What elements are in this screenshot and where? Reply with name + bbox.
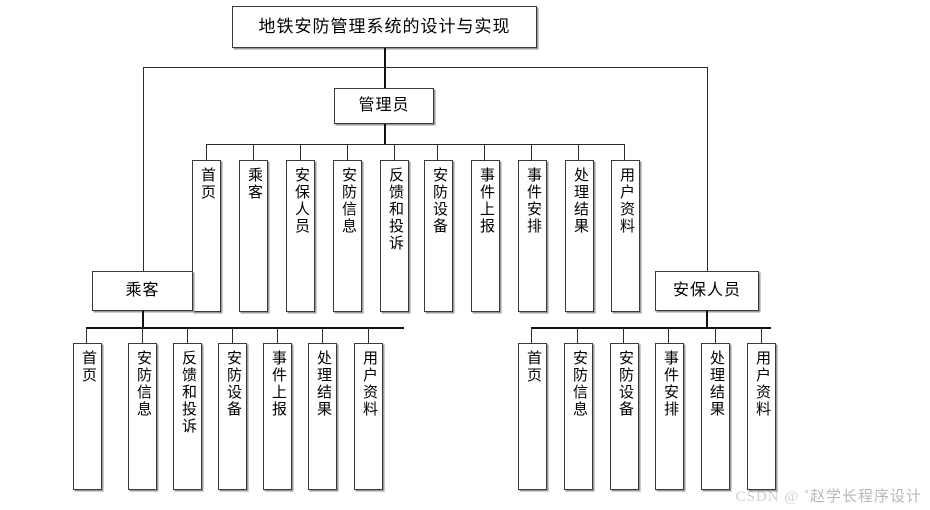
security-child-box-3[interactable]: 事件安排 <box>655 343 684 490</box>
admin-child-box-3[interactable]: 安防信息 <box>333 160 362 312</box>
passenger-child-box-3[interactable]: 安防设备 <box>218 343 247 490</box>
passenger-child-box-6[interactable]: 用户资料 <box>354 343 383 490</box>
admin-child-label-2: 安保人员 <box>293 167 309 235</box>
passenger-child-box-0[interactable]: 首页 <box>73 343 102 490</box>
connector-admin-child-2 <box>300 144 301 160</box>
admin-child-box-5[interactable]: 安防设备 <box>424 160 453 312</box>
security-child-box-1[interactable]: 安防信息 <box>564 343 593 490</box>
connector-passenger-child-6 <box>368 328 369 343</box>
admin-child-label-0: 首页 <box>199 167 215 201</box>
connector-admin-children-bus <box>206 144 624 145</box>
connector-passenger-child-4 <box>277 328 278 343</box>
passenger-child-box-5[interactable]: 处理结果 <box>308 343 337 490</box>
passenger-child-label-6: 用户资料 <box>361 350 377 418</box>
role-node-passenger[interactable]: 乘客 <box>92 271 193 311</box>
security-child-box-4[interactable]: 处理结果 <box>701 343 730 490</box>
connector-admin-child-0 <box>206 144 207 160</box>
passenger-child-box-1[interactable]: 安防信息 <box>128 343 157 490</box>
admin-child-box-4[interactable]: 反馈和投诉 <box>380 160 409 312</box>
connector-passenger-child-1 <box>142 328 143 343</box>
connector-root-stem <box>384 48 386 67</box>
security-child-label-2: 安防设备 <box>617 350 633 418</box>
passenger-child-label-0: 首页 <box>80 350 96 384</box>
connector-admin-child-3 <box>347 144 348 160</box>
admin-child-box-9[interactable]: 用户资料 <box>611 160 640 312</box>
security-child-label-0: 首页 <box>525 350 541 384</box>
security-child-label-1: 安防信息 <box>571 350 587 418</box>
connector-security-drop <box>707 67 708 271</box>
watermark-text: ˚赵学长程序设计 <box>804 489 922 505</box>
passenger-child-label-4: 事件上报 <box>270 350 286 418</box>
connector-admin-drop <box>384 67 386 88</box>
connector-passenger-child-3 <box>232 328 233 343</box>
connector-admin-child-1 <box>253 144 254 160</box>
admin-child-label-7: 事件安排 <box>525 167 541 235</box>
admin-child-box-0[interactable]: 首页 <box>192 160 221 312</box>
connector-admin-stem <box>384 124 386 145</box>
connector-passenger-children-bus <box>86 327 404 329</box>
root-node[interactable]: 地铁安防管理系统的设计与实现 <box>232 6 537 48</box>
admin-child-box-1[interactable]: 乘客 <box>239 160 268 312</box>
security-child-label-5: 用户资料 <box>754 350 770 418</box>
connector-passenger-drop <box>143 67 144 271</box>
admin-child-label-4: 反馈和投诉 <box>387 167 403 252</box>
connector-admin-child-4 <box>394 144 395 160</box>
connector-security-child-4 <box>715 328 716 343</box>
connector-security-stem <box>706 311 708 328</box>
role-node-admin[interactable]: 管理员 <box>334 88 434 124</box>
security-child-label-4: 处理结果 <box>708 350 724 418</box>
admin-child-box-8[interactable]: 处理结果 <box>565 160 594 312</box>
connector-admin-child-9 <box>624 144 625 160</box>
passenger-child-label-1: 安防信息 <box>135 350 151 418</box>
connector-admin-child-8 <box>578 144 579 160</box>
connector-passenger-child-0 <box>86 328 87 343</box>
connector-top-bus <box>143 67 708 68</box>
admin-child-label-1: 乘客 <box>246 167 262 201</box>
admin-child-label-5: 安防设备 <box>431 167 447 235</box>
role-node-passenger-label: 乘客 <box>125 281 160 299</box>
connector-admin-child-7 <box>531 144 532 160</box>
admin-child-box-2[interactable]: 安保人员 <box>286 160 315 312</box>
passenger-child-box-2[interactable]: 反馈和投诉 <box>173 343 202 490</box>
passenger-child-label-2: 反馈和投诉 <box>180 350 196 435</box>
connector-admin-child-6 <box>484 144 485 160</box>
connector-security-child-2 <box>623 328 624 343</box>
passenger-child-label-3: 安防设备 <box>225 350 241 418</box>
role-node-security-label: 安保人员 <box>672 281 741 299</box>
security-child-box-0[interactable]: 首页 <box>518 343 547 490</box>
watermark-prefix: CSDN @ <box>735 489 800 505</box>
connector-security-child-1 <box>577 328 578 343</box>
passenger-child-box-4[interactable]: 事件上报 <box>263 343 292 490</box>
connector-security-children-bus <box>531 327 771 329</box>
role-node-security[interactable]: 安保人员 <box>655 271 759 311</box>
connector-security-child-0 <box>531 328 532 343</box>
admin-child-label-8: 处理结果 <box>572 167 588 235</box>
admin-child-label-9: 用户资料 <box>618 167 634 235</box>
root-node-label: 地铁安防管理系统的设计与实现 <box>258 17 511 37</box>
connector-admin-child-5 <box>437 144 438 160</box>
security-child-box-2[interactable]: 安防设备 <box>610 343 639 490</box>
security-child-label-3: 事件安排 <box>662 350 678 418</box>
connector-security-child-5 <box>761 328 762 343</box>
connector-passenger-child-5 <box>322 328 323 343</box>
csdn-watermark: CSDN @ ˚赵学长程序设计 <box>736 485 922 506</box>
connector-security-child-3 <box>668 328 669 343</box>
admin-child-label-6: 事件上报 <box>478 167 494 235</box>
security-child-box-5[interactable]: 用户资料 <box>747 343 776 490</box>
passenger-child-label-5: 处理结果 <box>315 350 331 418</box>
admin-child-box-6[interactable]: 事件上报 <box>471 160 500 312</box>
role-node-admin-label: 管理员 <box>358 96 410 114</box>
admin-child-box-7[interactable]: 事件安排 <box>518 160 547 312</box>
connector-passenger-stem <box>142 311 144 328</box>
connector-passenger-child-2 <box>187 328 188 343</box>
admin-child-label-3: 安防信息 <box>340 167 356 235</box>
